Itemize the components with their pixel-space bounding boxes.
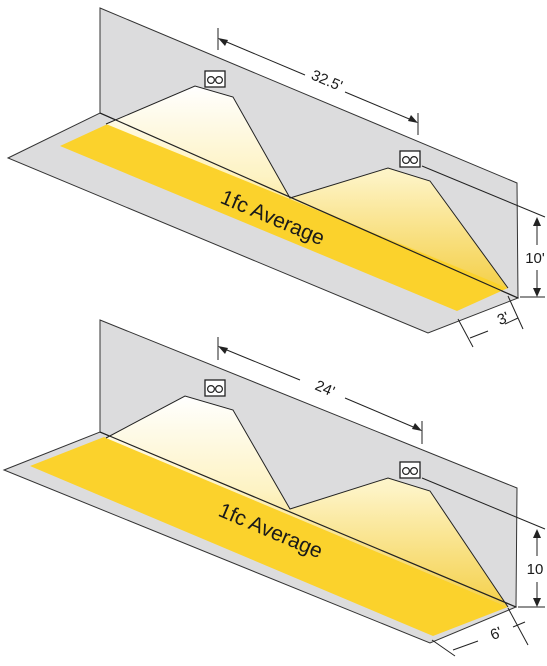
height-dimension-bottom: 10 [421,477,546,608]
light-wash-outline-top [105,85,509,289]
setback-label-top: 3' [495,309,512,329]
wall-base-line-bottom [99,431,517,608]
luminaire-icon [399,150,421,168]
diagram-top: 32.5' 10' 3' 1fc Average [6,7,546,348]
setback-label-bottom: 6' [488,624,505,644]
illuminated-area-bottom [30,437,508,636]
wall-base-line-top [99,112,519,299]
height-label-top: 10' [525,250,545,267]
luminaire-icon [204,70,226,88]
illuminated-area-top [60,122,508,311]
spacing-label-top: 32.5' [309,67,345,95]
height-label-bottom: 10 [527,561,544,578]
light-wash-outline-bottom [105,395,509,608]
luminaire-icon [399,461,421,479]
height-dimension-top: 10' [421,165,546,298]
spacing-dimension-bottom: 24' [217,337,423,444]
light-wash-bottom [106,396,508,607]
spacing-label-bottom: 24' [312,377,337,400]
diagram-bottom: 24' 10 6' 1fc Average [2,319,546,657]
light-wash-top [106,86,508,288]
luminaire-icon [204,379,226,397]
